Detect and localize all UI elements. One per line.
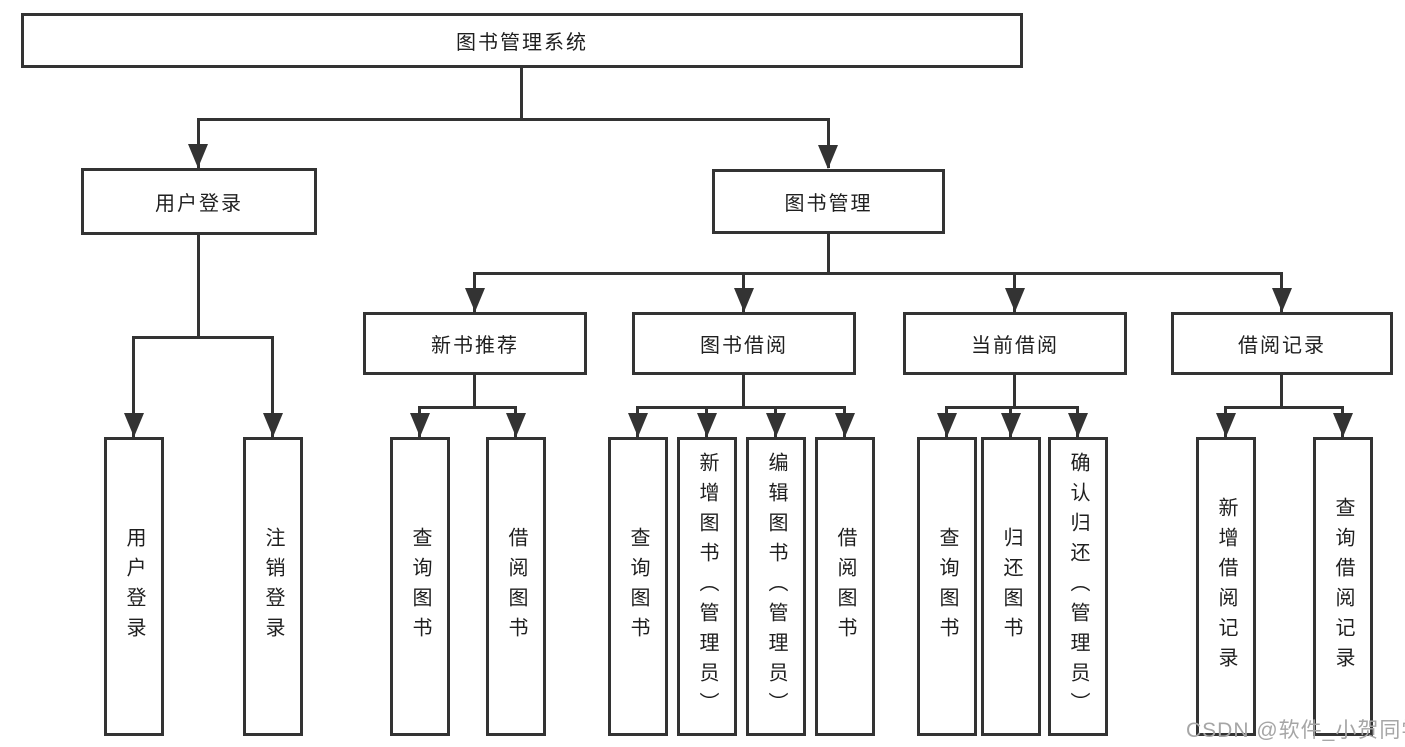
arrowhead-down-icon xyxy=(697,413,717,437)
leaf-edit-book-admin-label: 编辑图书（管理员） xyxy=(765,451,787,722)
arrowhead-down-icon xyxy=(734,288,754,312)
leaf-borrow-books-borrowing-label: 借阅图书 xyxy=(834,526,856,647)
connector-line xyxy=(271,336,274,437)
leaf-borrow-books-borrowing: 借阅图书 xyxy=(815,437,875,736)
arrowhead-down-icon xyxy=(818,145,838,169)
node-new-book-recommendation-label: 新书推荐 xyxy=(431,335,519,357)
connector-line xyxy=(945,406,1079,409)
connector-line xyxy=(1013,375,1016,409)
arrowhead-down-icon xyxy=(465,288,485,312)
node-borrowing-records: 借阅记录 xyxy=(1171,312,1393,375)
node-current-borrowing-label: 当前借阅 xyxy=(971,335,1059,357)
connector-line xyxy=(827,234,830,275)
arrowhead-down-icon xyxy=(1216,413,1236,437)
arrowhead-down-icon xyxy=(263,413,283,437)
connector-line xyxy=(827,118,830,168)
leaf-query-books-borrowing: 查询图书 xyxy=(608,437,668,736)
leaf-logout-label: 注销登录 xyxy=(262,526,284,647)
arrowhead-down-icon xyxy=(937,413,957,437)
arrowhead-down-icon xyxy=(1068,413,1088,437)
arrowhead-down-icon xyxy=(628,413,648,437)
node-borrowing-records-label: 借阅记录 xyxy=(1238,335,1326,357)
connector-line xyxy=(520,68,523,121)
node-book-borrowing-label: 图书借阅 xyxy=(700,335,788,357)
connector-line xyxy=(473,272,1283,275)
arrowhead-down-icon xyxy=(1001,413,1021,437)
connector-line xyxy=(132,336,274,339)
arrowhead-down-icon xyxy=(1333,413,1353,437)
leaf-query-books-current: 查询图书 xyxy=(917,437,977,736)
leaf-add-book-admin: 新增图书（管理员） xyxy=(677,437,737,736)
leaf-confirm-return-admin-label: 确认归还（管理员） xyxy=(1067,451,1089,722)
arrowhead-down-icon xyxy=(1005,288,1025,312)
node-book-management-label: 图书管理 xyxy=(784,193,873,215)
node-book-management: 图书管理 xyxy=(712,169,945,234)
leaf-query-books-recommend-label: 查询图书 xyxy=(409,526,431,647)
leaf-return-books-label: 归还图书 xyxy=(1000,526,1022,647)
connector-line xyxy=(473,375,476,409)
connector-line xyxy=(1224,406,1344,409)
connector-line xyxy=(418,406,517,409)
node-root: 图书管理系统 xyxy=(21,13,1023,68)
arrowhead-down-icon xyxy=(835,413,855,437)
connector-line xyxy=(197,118,830,121)
node-current-borrowing: 当前借阅 xyxy=(903,312,1127,375)
leaf-borrow-books-recommend-label: 借阅图书 xyxy=(505,526,527,647)
connector-line xyxy=(742,375,745,409)
connector-line xyxy=(1280,375,1283,409)
node-root-label: 图书管理系统 xyxy=(456,32,588,54)
leaf-add-borrow-record-label: 新增借阅记录 xyxy=(1215,496,1237,677)
leaf-query-books-current-label: 查询图书 xyxy=(936,526,958,647)
arrowhead-down-icon xyxy=(124,413,144,437)
arrowhead-down-icon xyxy=(766,413,786,437)
leaf-return-books: 归还图书 xyxy=(981,437,1041,736)
connector-line xyxy=(132,336,135,437)
leaf-query-books-recommend: 查询图书 xyxy=(390,437,450,736)
connector-line xyxy=(197,235,200,339)
node-new-book-recommendation: 新书推荐 xyxy=(363,312,587,375)
leaf-edit-book-admin: 编辑图书（管理员） xyxy=(746,437,806,736)
arrowhead-down-icon xyxy=(1272,288,1292,312)
leaf-confirm-return-admin: 确认归还（管理员） xyxy=(1048,437,1108,736)
leaf-query-books-borrowing-label: 查询图书 xyxy=(627,526,649,647)
node-book-borrowing: 图书借阅 xyxy=(632,312,856,375)
connector-line xyxy=(636,406,846,409)
arrowhead-down-icon xyxy=(506,413,526,437)
leaf-query-borrow-record: 查询借阅记录 xyxy=(1313,437,1373,736)
leaf-add-book-admin-label: 新增图书（管理员） xyxy=(696,451,718,722)
leaf-borrow-books-recommend: 借阅图书 xyxy=(486,437,546,736)
connector-line xyxy=(197,118,200,168)
watermark: CSDN @软件_小贺同学 xyxy=(1186,719,1405,742)
leaf-add-borrow-record: 新增借阅记录 xyxy=(1196,437,1256,736)
node-user-login-label: 用户登录 xyxy=(155,193,243,215)
leaf-logout: 注销登录 xyxy=(243,437,303,736)
leaf-user-login: 用户登录 xyxy=(104,437,164,736)
arrowhead-down-icon xyxy=(188,144,208,168)
node-user-login: 用户登录 xyxy=(81,168,317,235)
arrowhead-down-icon xyxy=(410,413,430,437)
leaf-user-login-label: 用户登录 xyxy=(123,526,145,647)
leaf-query-borrow-record-label: 查询借阅记录 xyxy=(1332,496,1354,677)
